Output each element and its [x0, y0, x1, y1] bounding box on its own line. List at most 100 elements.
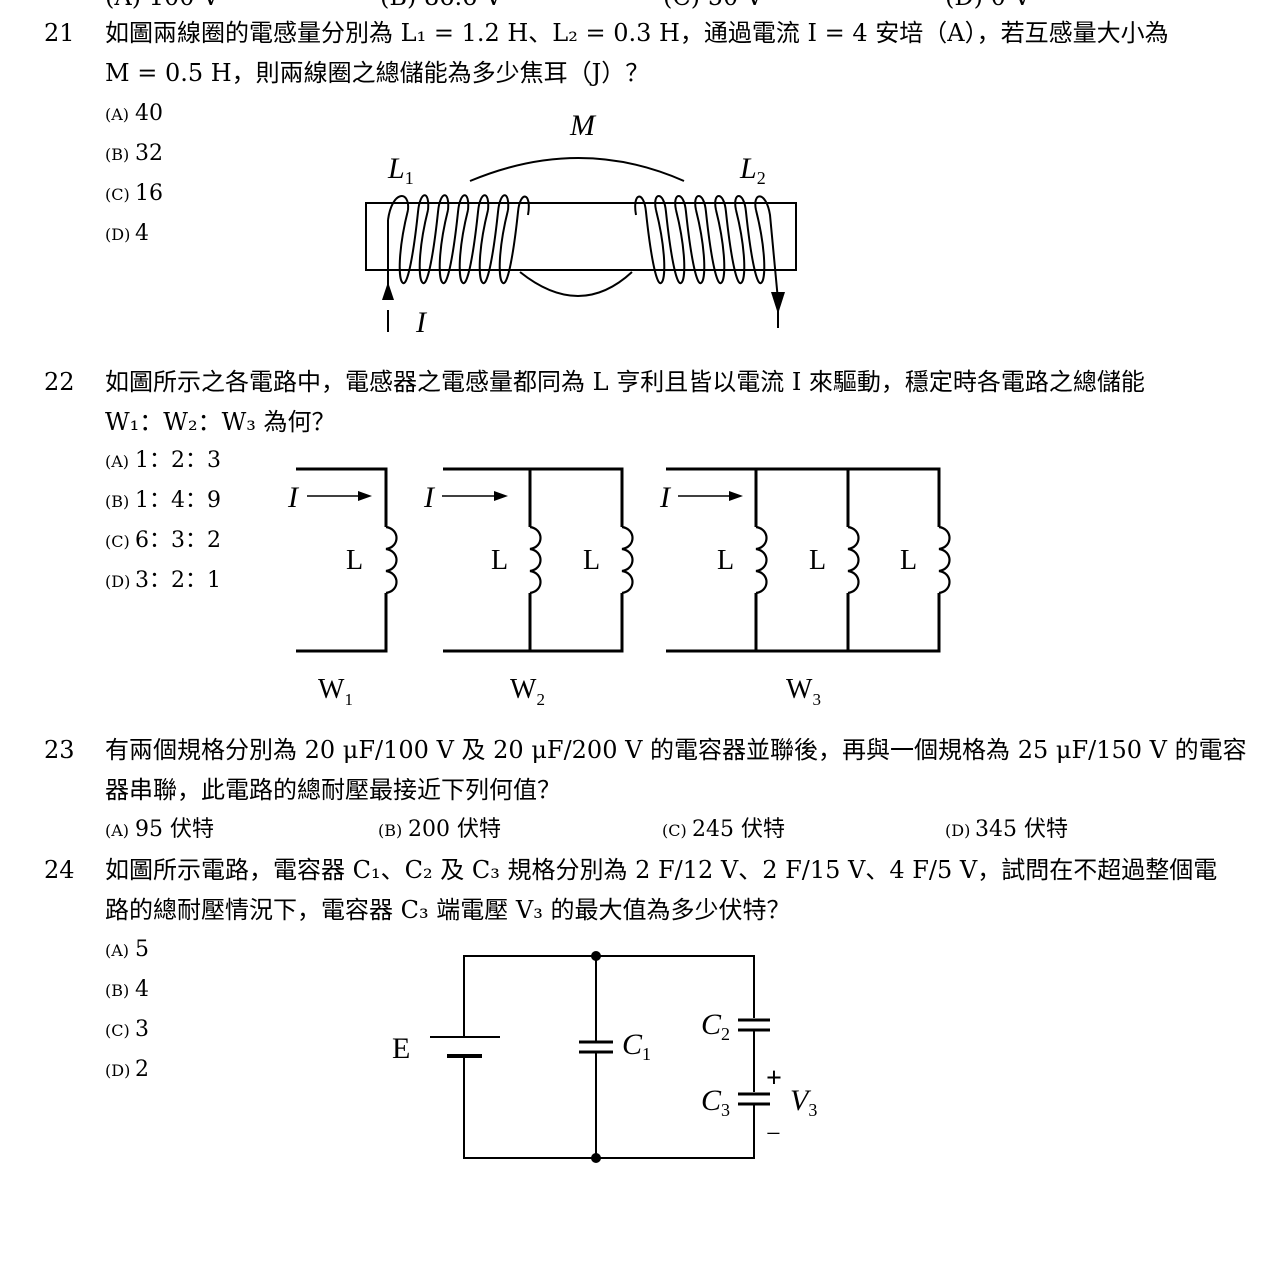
option-label: (B): [105, 492, 130, 511]
i-label: I: [423, 481, 436, 514]
option-label: (D): [105, 225, 131, 244]
i-label: I: [659, 481, 672, 514]
circuit-w2: [443, 467, 624, 653]
question-text-line-1: 如圖兩線圈的電感量分別為 L₁ = 1.2 H、L₂ = 0.3 H，通過電流 …: [105, 19, 1169, 47]
option-text: 2: [135, 1057, 149, 1082]
junction-dot: [591, 951, 601, 961]
question-text-line-1: 如圖所示電路，電容器 C₁、C₂ 及 C₃ 規格分別為 2 F/12 V、2 F…: [105, 856, 1218, 884]
coil-l2: [634, 195, 779, 328]
option-text: 1：4：9: [135, 488, 221, 513]
arrow-down-icon: [771, 292, 785, 314]
option-label: (D): [105, 1061, 131, 1080]
circuit-w3: [666, 467, 941, 653]
option-text: 5: [135, 937, 149, 962]
c3-label: C3: [701, 1084, 730, 1120]
battery-icon: [430, 1036, 500, 1058]
l1-label: L1: [387, 152, 414, 188]
option-d: (D)2: [105, 1055, 149, 1086]
option-text: 95 伏特: [135, 817, 214, 842]
cutoff-option-a: (A) 100 V: [105, 0, 219, 12]
m-label: M: [569, 109, 597, 142]
question-number: 21: [44, 19, 75, 47]
l-label: L: [583, 545, 600, 576]
i-label: I: [287, 481, 300, 514]
question-text-line-2: 器串聯，此電路的總耐壓最接近下列何值？: [105, 776, 561, 804]
cutoff-option-c: (C) 50 V: [663, 0, 763, 12]
i-label: I: [415, 306, 428, 339]
w2-label: W2: [510, 674, 545, 709]
option-a: (A) 40: [105, 99, 163, 130]
option-text: 16: [135, 181, 163, 206]
plus-sign: +: [766, 1063, 782, 1094]
option-c: (C) 245 伏特: [662, 815, 785, 846]
question-number: 22: [44, 368, 75, 396]
question-text-line-1: 有兩個規格分別為 20 μF/100 V 及 20 μF/200 V 的電容器並…: [105, 736, 1247, 764]
option-label: (C): [662, 821, 687, 840]
option-d: (D)345 伏特: [945, 815, 1068, 846]
c1-label: C1: [622, 1028, 651, 1064]
option-label: (C): [105, 185, 130, 204]
cutoff-option-b: (B) 86.6 V: [380, 0, 502, 12]
cutoff-option-d: (D) 0 V: [945, 0, 1031, 12]
option-label: (A): [105, 821, 130, 840]
question-text-line-2: 路的總耐壓情況下，電容器 C₃ 端電壓 V₃ 的最大值為多少伏特？: [105, 896, 791, 924]
top-wire: [463, 955, 755, 1037]
bottom-wire: [463, 1056, 755, 1159]
option-label: (D): [105, 572, 131, 591]
option-d: (D)4: [105, 219, 149, 250]
option-label: (A): [105, 105, 130, 124]
c2-label: C2: [701, 1008, 730, 1044]
option-a: (A) 1：2：3: [105, 446, 221, 477]
option-text: 200 伏特: [408, 817, 501, 842]
inductor-circuits-figure: I I I L L L L L L W1 W2 W3: [287, 467, 951, 709]
option-text: 40: [135, 101, 163, 126]
capacitor-c2-icon: [738, 1018, 770, 1032]
l-label: L: [491, 545, 508, 576]
option-b: (B) 1：4：9: [105, 486, 221, 517]
coupled-coils-figure: M L1 L2 I: [365, 109, 797, 339]
option-label: (A): [105, 452, 130, 471]
question-number: 24: [44, 856, 75, 884]
coil-l1: [387, 194, 530, 300]
e-label: E: [392, 1032, 410, 1065]
minus-sign: −: [766, 1119, 781, 1148]
circuit-w1: [296, 467, 388, 653]
option-c: (C) 16: [105, 179, 163, 210]
option-text: 6：3：2: [135, 528, 221, 553]
question-text-line-2: M = 0.5 H，則兩線圈之總儲能為多少焦耳（J）？: [105, 59, 650, 87]
option-text: 345 伏特: [975, 817, 1068, 842]
option-label: (A): [105, 941, 130, 960]
w3-label: W3: [786, 674, 821, 709]
option-text: 1：2：3: [135, 448, 221, 473]
flux-arc: [519, 271, 633, 297]
option-text: 32: [135, 141, 163, 166]
l-label: L: [346, 545, 363, 576]
option-label: (B): [105, 145, 130, 164]
option-text: 245 伏特: [692, 817, 785, 842]
option-a: (A) 95 伏特: [105, 815, 214, 846]
option-b: (B) 200 伏特: [378, 815, 501, 846]
option-text: 3：2：1: [135, 568, 221, 593]
option-label: (C): [105, 1021, 130, 1040]
option-d: (D)3：2：1: [105, 566, 221, 597]
option-b: (B) 32: [105, 139, 163, 170]
question-number: 23: [44, 736, 75, 764]
v3-label: V3: [790, 1084, 817, 1120]
arrow-up-icon: [382, 282, 394, 300]
l-label: L: [900, 545, 917, 576]
question-text-line-2: W₁：W₂：W₃ 為何？: [105, 408, 336, 436]
mutual-arc: [469, 157, 685, 182]
question-text-line-1: 如圖所示之各電路中，電感器之電感量都同為 L 亨利且皆以電流 I 來驅動，穩定時…: [105, 368, 1145, 396]
capacitor-c3-icon: [738, 1092, 770, 1106]
l2-label: L2: [739, 152, 766, 188]
option-label: (B): [378, 821, 403, 840]
option-text: 4: [135, 221, 149, 246]
option-c: (C)3: [105, 1015, 149, 1046]
option-label: (C): [105, 532, 130, 551]
iron-core: [365, 202, 797, 271]
option-b: (B)4: [105, 975, 149, 1006]
option-label: (D): [945, 821, 971, 840]
option-text: 4: [135, 977, 149, 1002]
capacitor-circuit-figure: E C1 C2 C3 + − V3: [392, 951, 817, 1163]
